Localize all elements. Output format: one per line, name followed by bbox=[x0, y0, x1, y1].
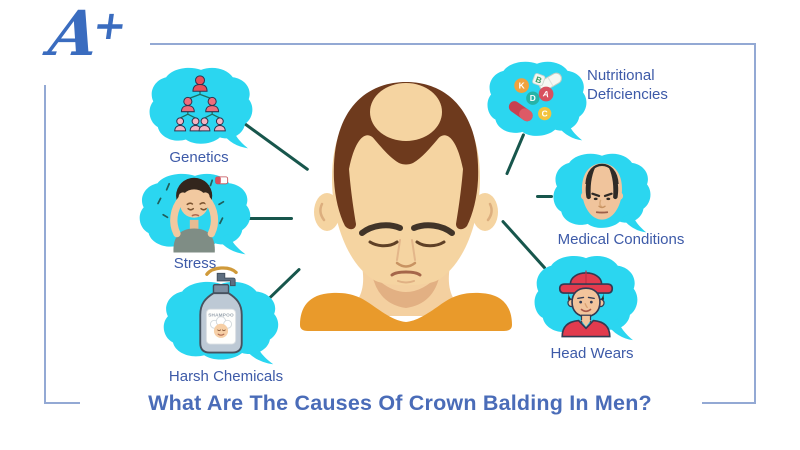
harsh-chemicals-bubble: SHAMPOO bbox=[162, 266, 280, 368]
shampoo-label-text: SHAMPOO bbox=[208, 313, 234, 318]
stress-connector bbox=[231, 217, 293, 220]
border-bottom-left bbox=[44, 402, 80, 404]
head-wears-bubble bbox=[533, 252, 639, 344]
vitamin-k-letter: K bbox=[519, 80, 525, 90]
stressed-man-icon bbox=[157, 176, 229, 253]
shampoo-bottle-icon: SHAMPOO bbox=[199, 266, 243, 354]
logo-plus: + bbox=[90, 2, 131, 49]
border-right bbox=[754, 43, 756, 404]
vitamin-pills-icon: K B D A C bbox=[508, 72, 563, 122]
vitamin-b-letter: B bbox=[534, 74, 543, 85]
stress-bubble bbox=[138, 170, 252, 258]
medical-conditions-label: Medical Conditions bbox=[557, 231, 685, 248]
family-tree-icon bbox=[174, 75, 226, 132]
brand-logo: A+ bbox=[45, 0, 131, 70]
vitamin-a-letter: A bbox=[542, 88, 550, 99]
stress-label: Stress bbox=[173, 255, 217, 272]
cloud-shape bbox=[149, 67, 253, 149]
vitamin-d-letter: D bbox=[530, 93, 536, 103]
capped-man-icon bbox=[558, 270, 614, 338]
man-with-crown-balding bbox=[300, 82, 512, 331]
head-wears-label: Head Wears bbox=[550, 345, 634, 362]
genetics-label: Genetics bbox=[169, 149, 229, 166]
genetics-bubble bbox=[148, 64, 254, 152]
medical-connector bbox=[536, 195, 553, 198]
nutritional-deficiencies-bubble: K B D A C bbox=[486, 58, 588, 144]
vitamin-c-letter: C bbox=[542, 108, 548, 118]
balding-head-icon bbox=[580, 163, 624, 220]
border-bottom-right bbox=[702, 402, 756, 404]
nutritional-deficiencies-label: Nutritional Deficiencies bbox=[587, 67, 668, 103]
page-title: What Are The Causes Of Crown Balding In … bbox=[148, 391, 652, 415]
border-top bbox=[150, 43, 756, 45]
medical-conditions-bubble bbox=[552, 150, 652, 236]
border-left bbox=[44, 85, 46, 404]
harsh-chemicals-label: Harsh Chemicals bbox=[168, 368, 284, 385]
